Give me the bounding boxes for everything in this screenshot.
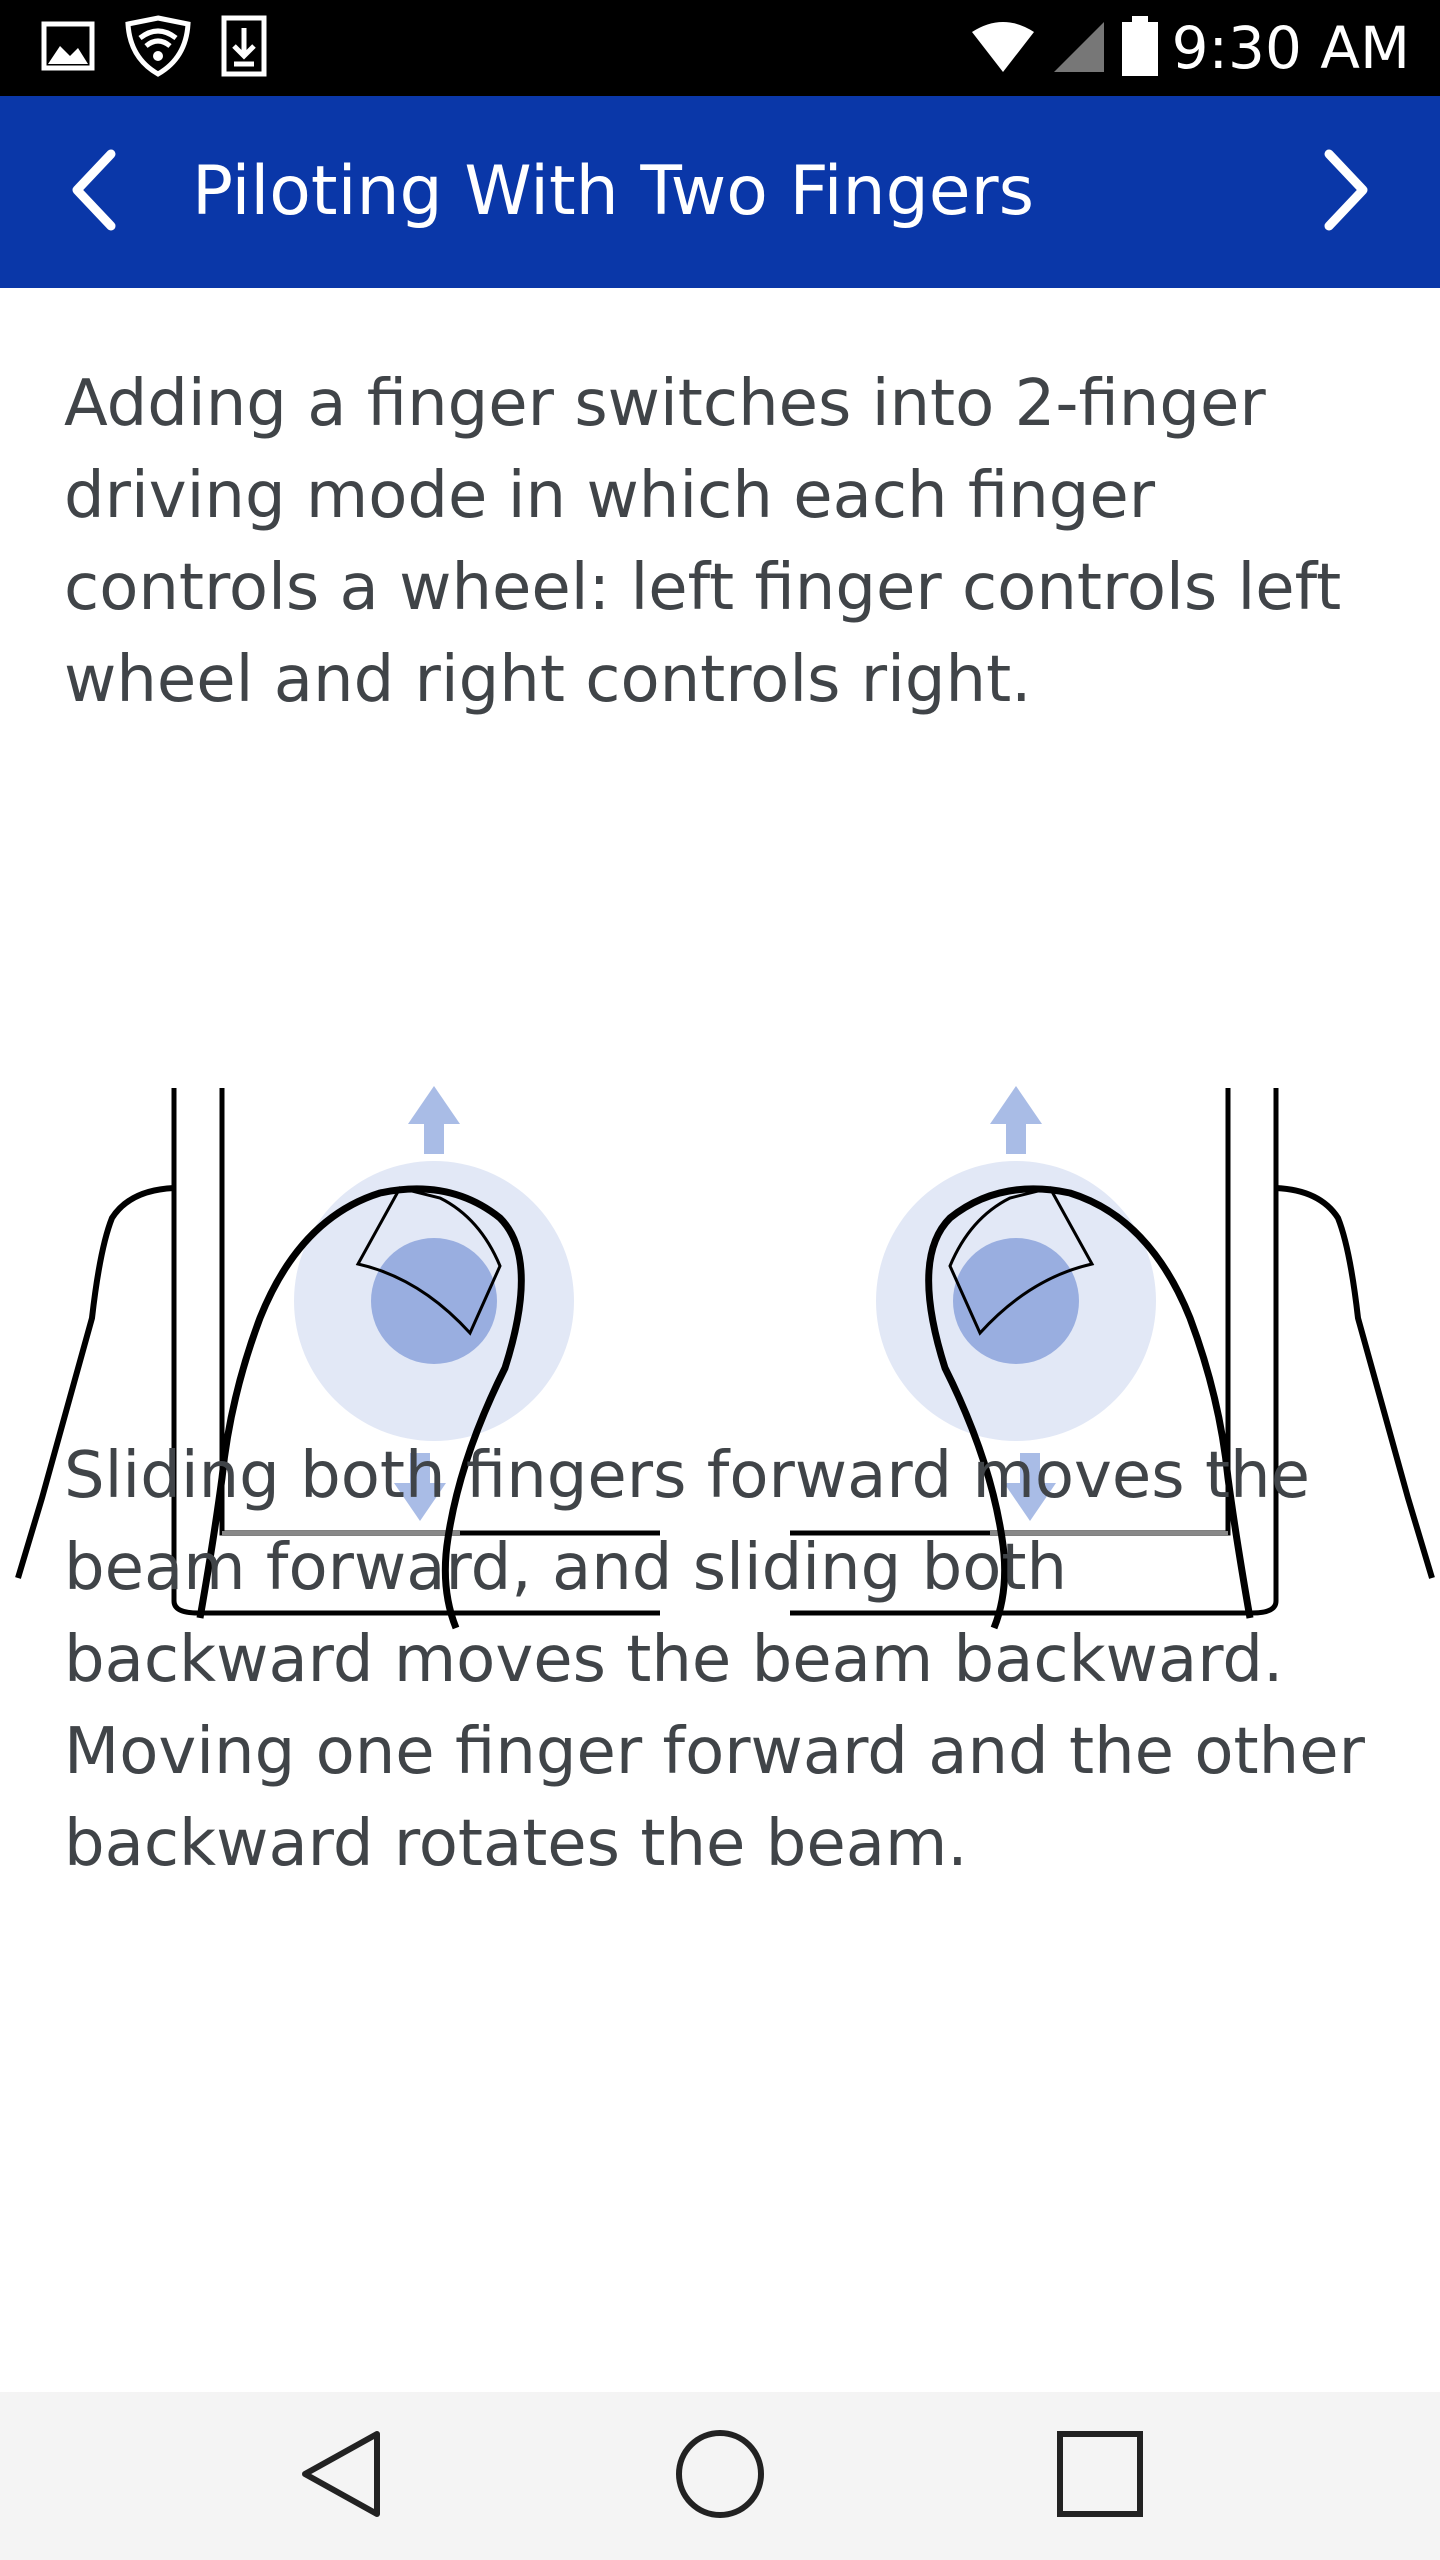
explanation-paragraph: Sliding both fingers forward moves the b… <box>64 1439 1365 1881</box>
left-down-arrow-icon <box>394 1453 446 1521</box>
system-back-button[interactable] <box>260 2416 420 2536</box>
system-nav-bar <box>0 2392 1440 2560</box>
system-home-button[interactable] <box>640 2416 800 2536</box>
status-bar: 9:30 AM <box>0 0 1440 96</box>
back-button[interactable] <box>30 96 160 288</box>
forward-button[interactable] <box>1280 96 1410 288</box>
back-triangle-icon <box>295 2426 385 2526</box>
status-right-icons: 9:30 AM <box>970 14 1410 82</box>
intro-paragraph: Adding a finger switches into 2-finger d… <box>64 367 1342 717</box>
right-up-arrow-icon <box>990 1086 1042 1154</box>
status-left-icons <box>40 14 268 82</box>
left-up-arrow-icon <box>408 1086 460 1154</box>
left-hand-figure <box>15 1086 660 1630</box>
system-recents-button[interactable] <box>1020 2416 1180 2536</box>
content-area[interactable]: Adding a finger switches into 2-finger d… <box>0 288 1440 2392</box>
wifi-icon <box>970 18 1036 78</box>
two-finger-drive-illustration <box>0 778 1440 1658</box>
battery-icon <box>1121 16 1158 80</box>
home-circle-icon <box>672 2426 768 2526</box>
page-title: Piloting With Two Fingers <box>192 152 1034 231</box>
right-hand-figure <box>790 1086 1435 1630</box>
recents-square-icon <box>1052 2426 1148 2526</box>
chevron-right-icon <box>1315 148 1375 236</box>
shield-wifi-icon <box>124 14 192 82</box>
status-time: 9:30 AM <box>1171 14 1410 82</box>
download-icon <box>220 14 268 82</box>
image-icon <box>40 18 96 78</box>
right-down-arrow-icon <box>1004 1453 1056 1521</box>
signal-icon <box>1050 18 1108 78</box>
app-bar: Piloting With Two Fingers <box>0 96 1440 288</box>
chevron-left-icon <box>65 148 125 236</box>
